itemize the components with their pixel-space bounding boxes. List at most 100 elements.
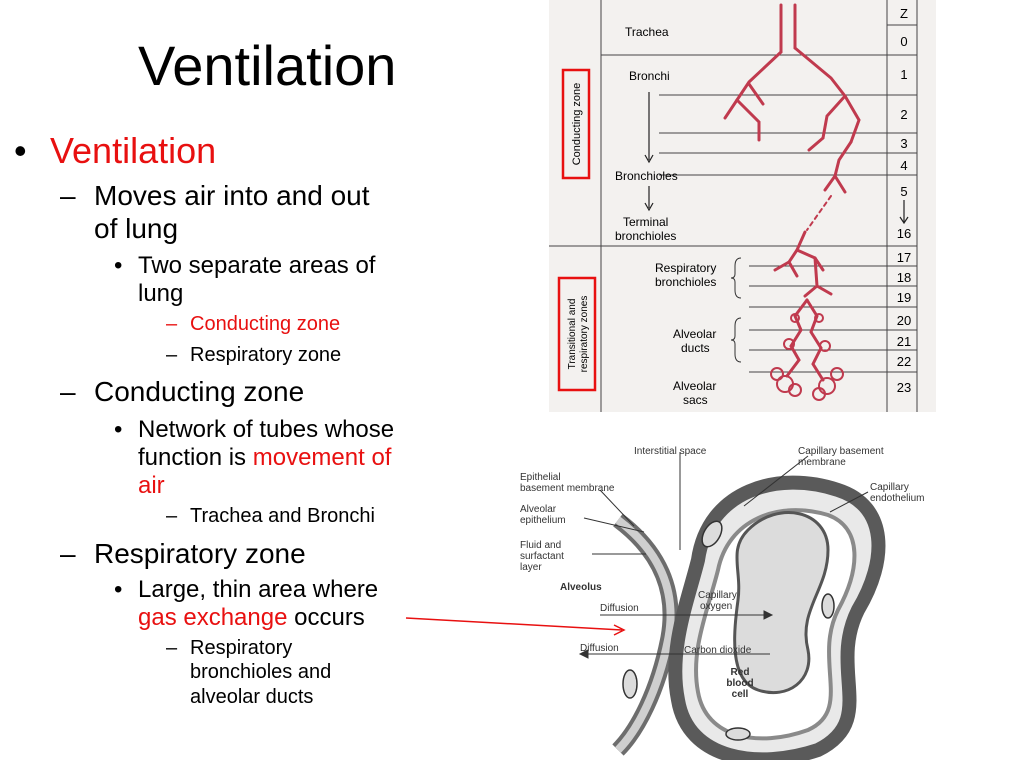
bullet-trachea-bronchi: Trachea and Bronchi	[190, 505, 375, 527]
carbon-dioxide-label: Carbon dioxide	[684, 645, 752, 656]
bullet-network-line3: air	[138, 472, 165, 499]
terminal-label-1: Terminal	[623, 215, 668, 229]
capillary-endothelium-label-2: endothelium	[870, 493, 924, 504]
dash-marker: –	[166, 637, 178, 659]
bullet-conducting-zone-sub: Conducting zone	[190, 313, 341, 335]
alveolar-ducts-label-1: Alveolar	[673, 327, 716, 341]
generation-1: 1	[900, 67, 907, 82]
generation-2: 2	[900, 107, 907, 122]
dash-marker: –	[60, 538, 76, 569]
dash-marker: –	[166, 313, 178, 335]
bullet-resp-bronchioles-line3: alveolar ducts	[190, 686, 314, 708]
generation-0: 0	[900, 34, 907, 49]
cell-nuclei	[622, 520, 835, 741]
generation-16: 16	[897, 226, 911, 241]
transitional-zone-label-2: respiratory zones	[579, 296, 590, 373]
bullet-moves-air-line1: Moves air into and out	[94, 180, 370, 211]
fluid-layer-label-1: Fluid and	[520, 540, 561, 551]
capillary-endothelium-label-1: Capillary	[870, 482, 909, 493]
fluid-layer-label-2: surfactant	[520, 551, 564, 562]
diffusion-bottom-label: Diffusion	[580, 643, 619, 654]
bullet-gas-exchange-highlight: gas exchange	[138, 604, 288, 631]
bullet-large-thin-line2: gas exchange occurs	[138, 604, 365, 632]
bullet-resp-bronchioles-line2: bronchioles and	[190, 661, 332, 683]
generation-3: 3	[900, 136, 907, 151]
capillary-basement-label-2: membrane	[798, 457, 846, 468]
dash-marker: –	[60, 376, 76, 407]
bullet-marker: •	[14, 130, 27, 171]
alveolar-sacs	[770, 313, 844, 401]
dash-marker: –	[166, 344, 178, 366]
airway-tree	[723, 3, 861, 382]
alveolar-capillary-figure: Interstitial space Capillary basement me…	[520, 446, 924, 760]
generation-4: 4	[900, 158, 907, 173]
generation-21: 21	[897, 334, 911, 349]
alveolar-ducts-label-2: ducts	[681, 341, 710, 355]
respiratory-bronchioles-label-2: bronchioles	[655, 275, 716, 289]
label-braces	[730, 257, 742, 363]
respiratory-bronchioles-label-1: Respiratory	[655, 261, 716, 275]
bullet-resp-bronchioles-line1: Respiratory	[190, 637, 293, 659]
generation-19: 19	[897, 290, 911, 305]
generation-header: Z	[900, 6, 908, 21]
bullet-network-text: function is	[138, 444, 253, 471]
airway-generations-figure: Z 0 1 2 3 4 5 16 17 18 19 20 21 22 23 Co…	[549, 0, 936, 412]
airway-arrows	[644, 92, 654, 212]
generation-20: 20	[897, 313, 911, 328]
leader-lines	[583, 452, 869, 555]
alveolar-epithelium-label-1: Alveolar	[520, 504, 557, 515]
diffusion-arrows	[578, 610, 774, 659]
diffusion-top-label: Diffusion	[600, 603, 639, 614]
bullet-marker: •	[114, 576, 123, 603]
red-blood-cell-label-3: cell	[732, 689, 749, 700]
red-blood-cell-label-1: Red	[731, 667, 750, 678]
bullet-conducting-zone: Conducting zone	[94, 376, 305, 407]
bronchioles-label: Bronchioles	[615, 169, 678, 183]
generation-arrow	[899, 200, 909, 225]
red-blood-cell-label-2: blood	[726, 678, 753, 689]
dash-marker: –	[166, 505, 178, 527]
dash-marker: –	[60, 180, 76, 211]
bullet-respiratory-zone-sub: Respiratory zone	[190, 344, 342, 366]
capillary-oxygen-label-1: Capillary	[698, 590, 737, 601]
generation-23: 23	[897, 380, 911, 395]
bronchi-label: Bronchi	[629, 69, 670, 83]
alveolar-sacs-label-2: sacs	[683, 393, 708, 407]
interstitial-space-label: Interstitial space	[634, 446, 707, 457]
alveolar-sacs-label-1: Alveolar	[673, 379, 716, 393]
generation-5: 5	[900, 184, 907, 199]
membrane-labels: Interstitial space Capillary basement me…	[520, 446, 924, 700]
trachea-label: Trachea	[625, 25, 669, 39]
generation-17: 17	[897, 250, 911, 265]
conducting-zone-box	[561, 68, 591, 180]
epithelial-basement-label-1: Epithelial	[520, 472, 561, 483]
transitional-zone-label-1: Transitional and	[567, 299, 578, 370]
alveolar-wall-inner	[615, 516, 675, 753]
bullet-network-line2: function is movement of	[138, 444, 391, 472]
slide-title: Ventilation	[138, 34, 397, 97]
generation-22: 22	[897, 354, 911, 369]
bullet-ventilation: Ventilation	[50, 130, 217, 171]
terminal-label-2: bronchioles	[615, 229, 676, 243]
bullet-marker: •	[114, 416, 123, 443]
conducting-zone-label: Conducting zone	[571, 83, 583, 166]
transitional-zone-box	[557, 276, 597, 392]
bullet-occurs-text: occurs	[287, 604, 365, 631]
airway-labels: Trachea Bronchi Bronchioles Terminal bro…	[615, 25, 716, 407]
generation-18: 18	[897, 270, 911, 285]
alveolus-label: Alveolus	[560, 582, 602, 593]
red-blood-cell	[733, 511, 830, 695]
bullet-marker: •	[114, 252, 123, 279]
bullet-large-thin-line1: Large, thin area where	[138, 576, 379, 603]
bullet-moves-air-line2: of lung	[94, 213, 179, 244]
fluid-layer-label-3: layer	[520, 562, 542, 573]
bullet-respiratory-zone: Respiratory zone	[94, 538, 306, 569]
bullet-network-line1: Network of tubes whose	[138, 416, 395, 443]
alveolar-epithelium-label-2: epithelium	[520, 515, 566, 526]
bullet-two-areas-line1: Two separate areas of	[138, 252, 376, 279]
bullet-network-highlight: movement of	[252, 444, 392, 471]
epithelial-basement-label-2: basement membrane	[520, 483, 615, 494]
capillary-oxygen-label-2: oxygen	[700, 601, 732, 612]
generation-numbers: 0 1 2 3 4 5 16 17 18 19 20 21 22 23	[897, 34, 911, 395]
capillary-basement-label-1: Capillary basement	[798, 446, 884, 457]
